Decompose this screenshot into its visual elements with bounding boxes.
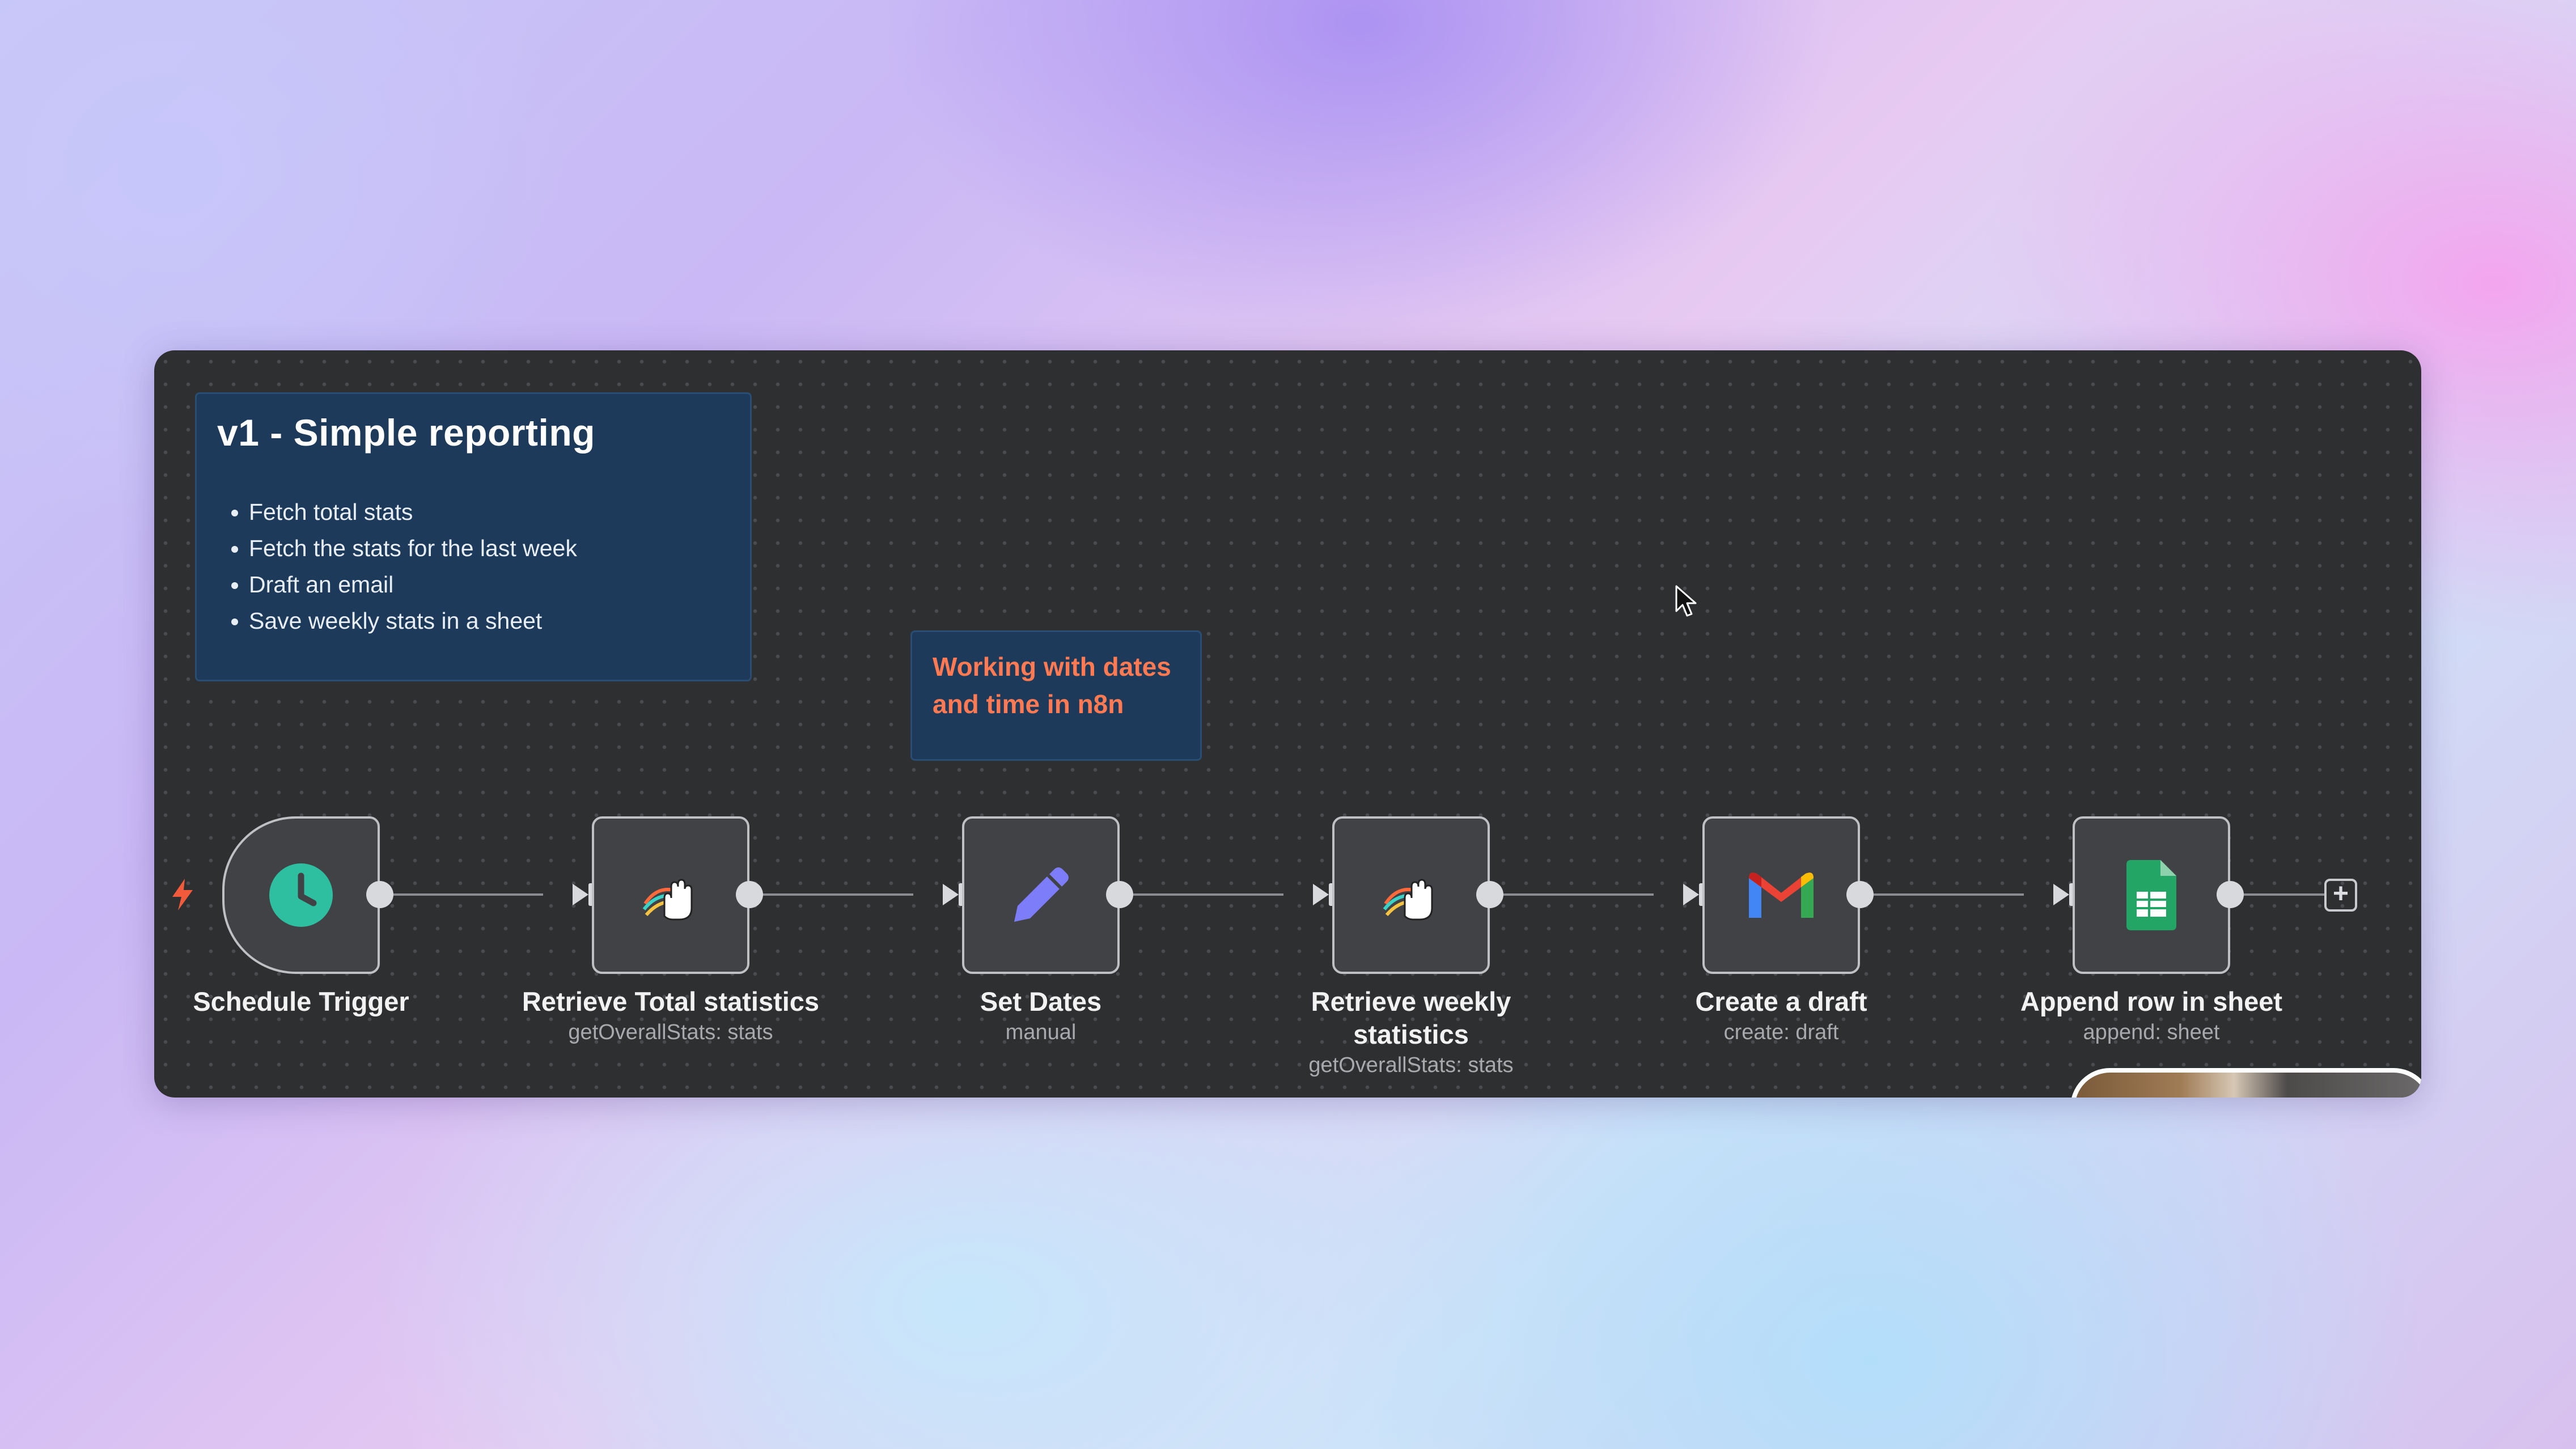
sticky-note-dates-text: Working with dates and time in n8n: [933, 648, 1180, 723]
output-port[interactable]: [1106, 881, 1133, 908]
clock-icon: [267, 861, 335, 929]
node-retrieve-weekly-statistics[interactable]: [1332, 816, 1490, 974]
node-schedule-trigger[interactable]: [222, 816, 380, 974]
mouse-cursor-icon: [1675, 585, 1698, 619]
node-set-dates[interactable]: [962, 816, 1120, 974]
node-append-row-in-sheet[interactable]: [2073, 816, 2230, 974]
node-subtitle: getOverallStats: stats: [1241, 1053, 1581, 1078]
output-port[interactable]: [1846, 881, 1874, 908]
node-label-text: Retrieve weekly statistics: [1303, 985, 1519, 1051]
workflow-canvas[interactable]: v1 - Simple reporting Fetch total stats …: [154, 350, 2421, 1098]
add-node-button[interactable]: +: [2324, 879, 2357, 912]
sticky-note-item: Fetch total stats: [249, 494, 730, 530]
node-label: Schedule Trigger: [154, 985, 471, 1018]
node-label: Retrieve weekly statistics: [1241, 985, 1581, 1051]
connection-line[interactable]: [755, 893, 913, 896]
arrow-head: [1683, 884, 1699, 905]
connection-line[interactable]: [1865, 893, 2024, 896]
output-port[interactable]: [736, 881, 763, 908]
node-label: Append row in sheet: [1981, 985, 2321, 1018]
node-label: Create a draft: [1611, 985, 1951, 1018]
connection-line[interactable]: [1125, 893, 1283, 896]
pencil-icon: [1004, 858, 1078, 932]
node-retrieve-total-statistics[interactable]: [592, 816, 749, 974]
gmail-icon: [1744, 867, 1818, 923]
arrow-head: [573, 884, 588, 905]
sticky-note-item: Save weekly stats in a sheet: [249, 603, 730, 639]
output-port[interactable]: [1476, 881, 1503, 908]
node-subtitle: append: sheet: [1981, 1020, 2321, 1045]
connection-line[interactable]: [384, 893, 543, 896]
connection-line[interactable]: [2235, 893, 2325, 896]
arrow-head: [943, 884, 959, 905]
trigger-bolt-icon: [170, 879, 195, 910]
node-subtitle: create: draft: [1611, 1020, 1951, 1045]
hand-icon: [1380, 864, 1442, 926]
sticky-note-title: v1 - Simple reporting: [217, 411, 730, 454]
arrow-head: [1313, 884, 1329, 905]
node-subtitle: getOverallStats: stats: [501, 1020, 841, 1045]
sticky-note-list: Fetch total stats Fetch the stats for th…: [217, 494, 730, 639]
hand-icon: [639, 864, 702, 926]
webcam-overlay: [2070, 1068, 2421, 1098]
google-sheets-icon: [2124, 860, 2179, 930]
sticky-note-simple-reporting[interactable]: v1 - Simple reporting Fetch total stats …: [195, 392, 752, 681]
arrow-head: [2053, 884, 2069, 905]
sticky-note-item: Draft an email: [249, 566, 730, 603]
node-label: Retrieve Total statistics: [501, 985, 841, 1018]
output-port[interactable]: [366, 881, 393, 908]
node-create-a-draft[interactable]: [1702, 816, 1860, 974]
connection-line[interactable]: [1495, 893, 1654, 896]
node-label: Set Dates: [871, 985, 1211, 1018]
output-port[interactable]: [2217, 881, 2244, 908]
sticky-note-item: Fetch the stats for the last week: [249, 530, 730, 566]
node-subtitle: manual: [871, 1020, 1211, 1045]
sticky-note-dates[interactable]: Working with dates and time in n8n: [910, 630, 1202, 761]
